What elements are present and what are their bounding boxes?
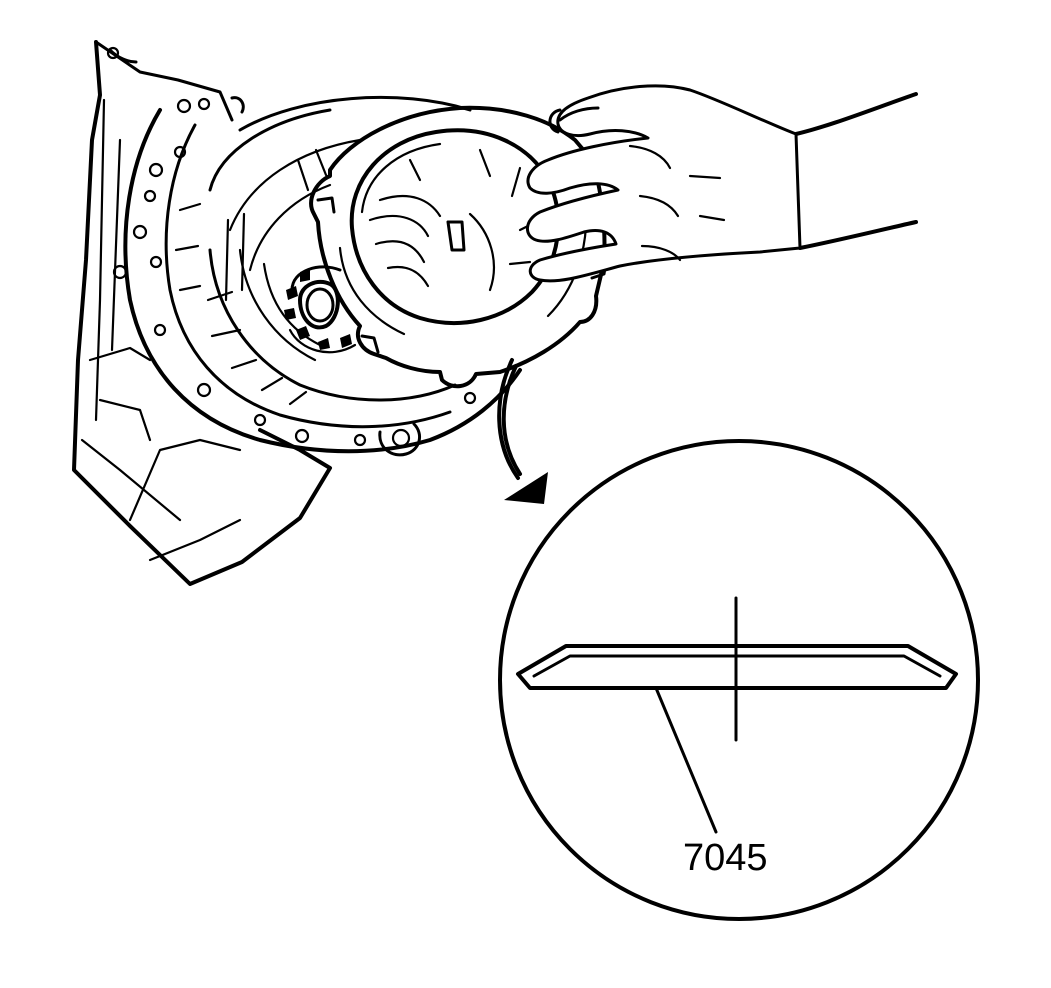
detail-view <box>498 439 980 921</box>
part-number-label: 7045 <box>683 837 768 879</box>
transmission-case <box>72 40 562 586</box>
hand <box>526 84 918 283</box>
detail-arrow <box>497 358 548 504</box>
